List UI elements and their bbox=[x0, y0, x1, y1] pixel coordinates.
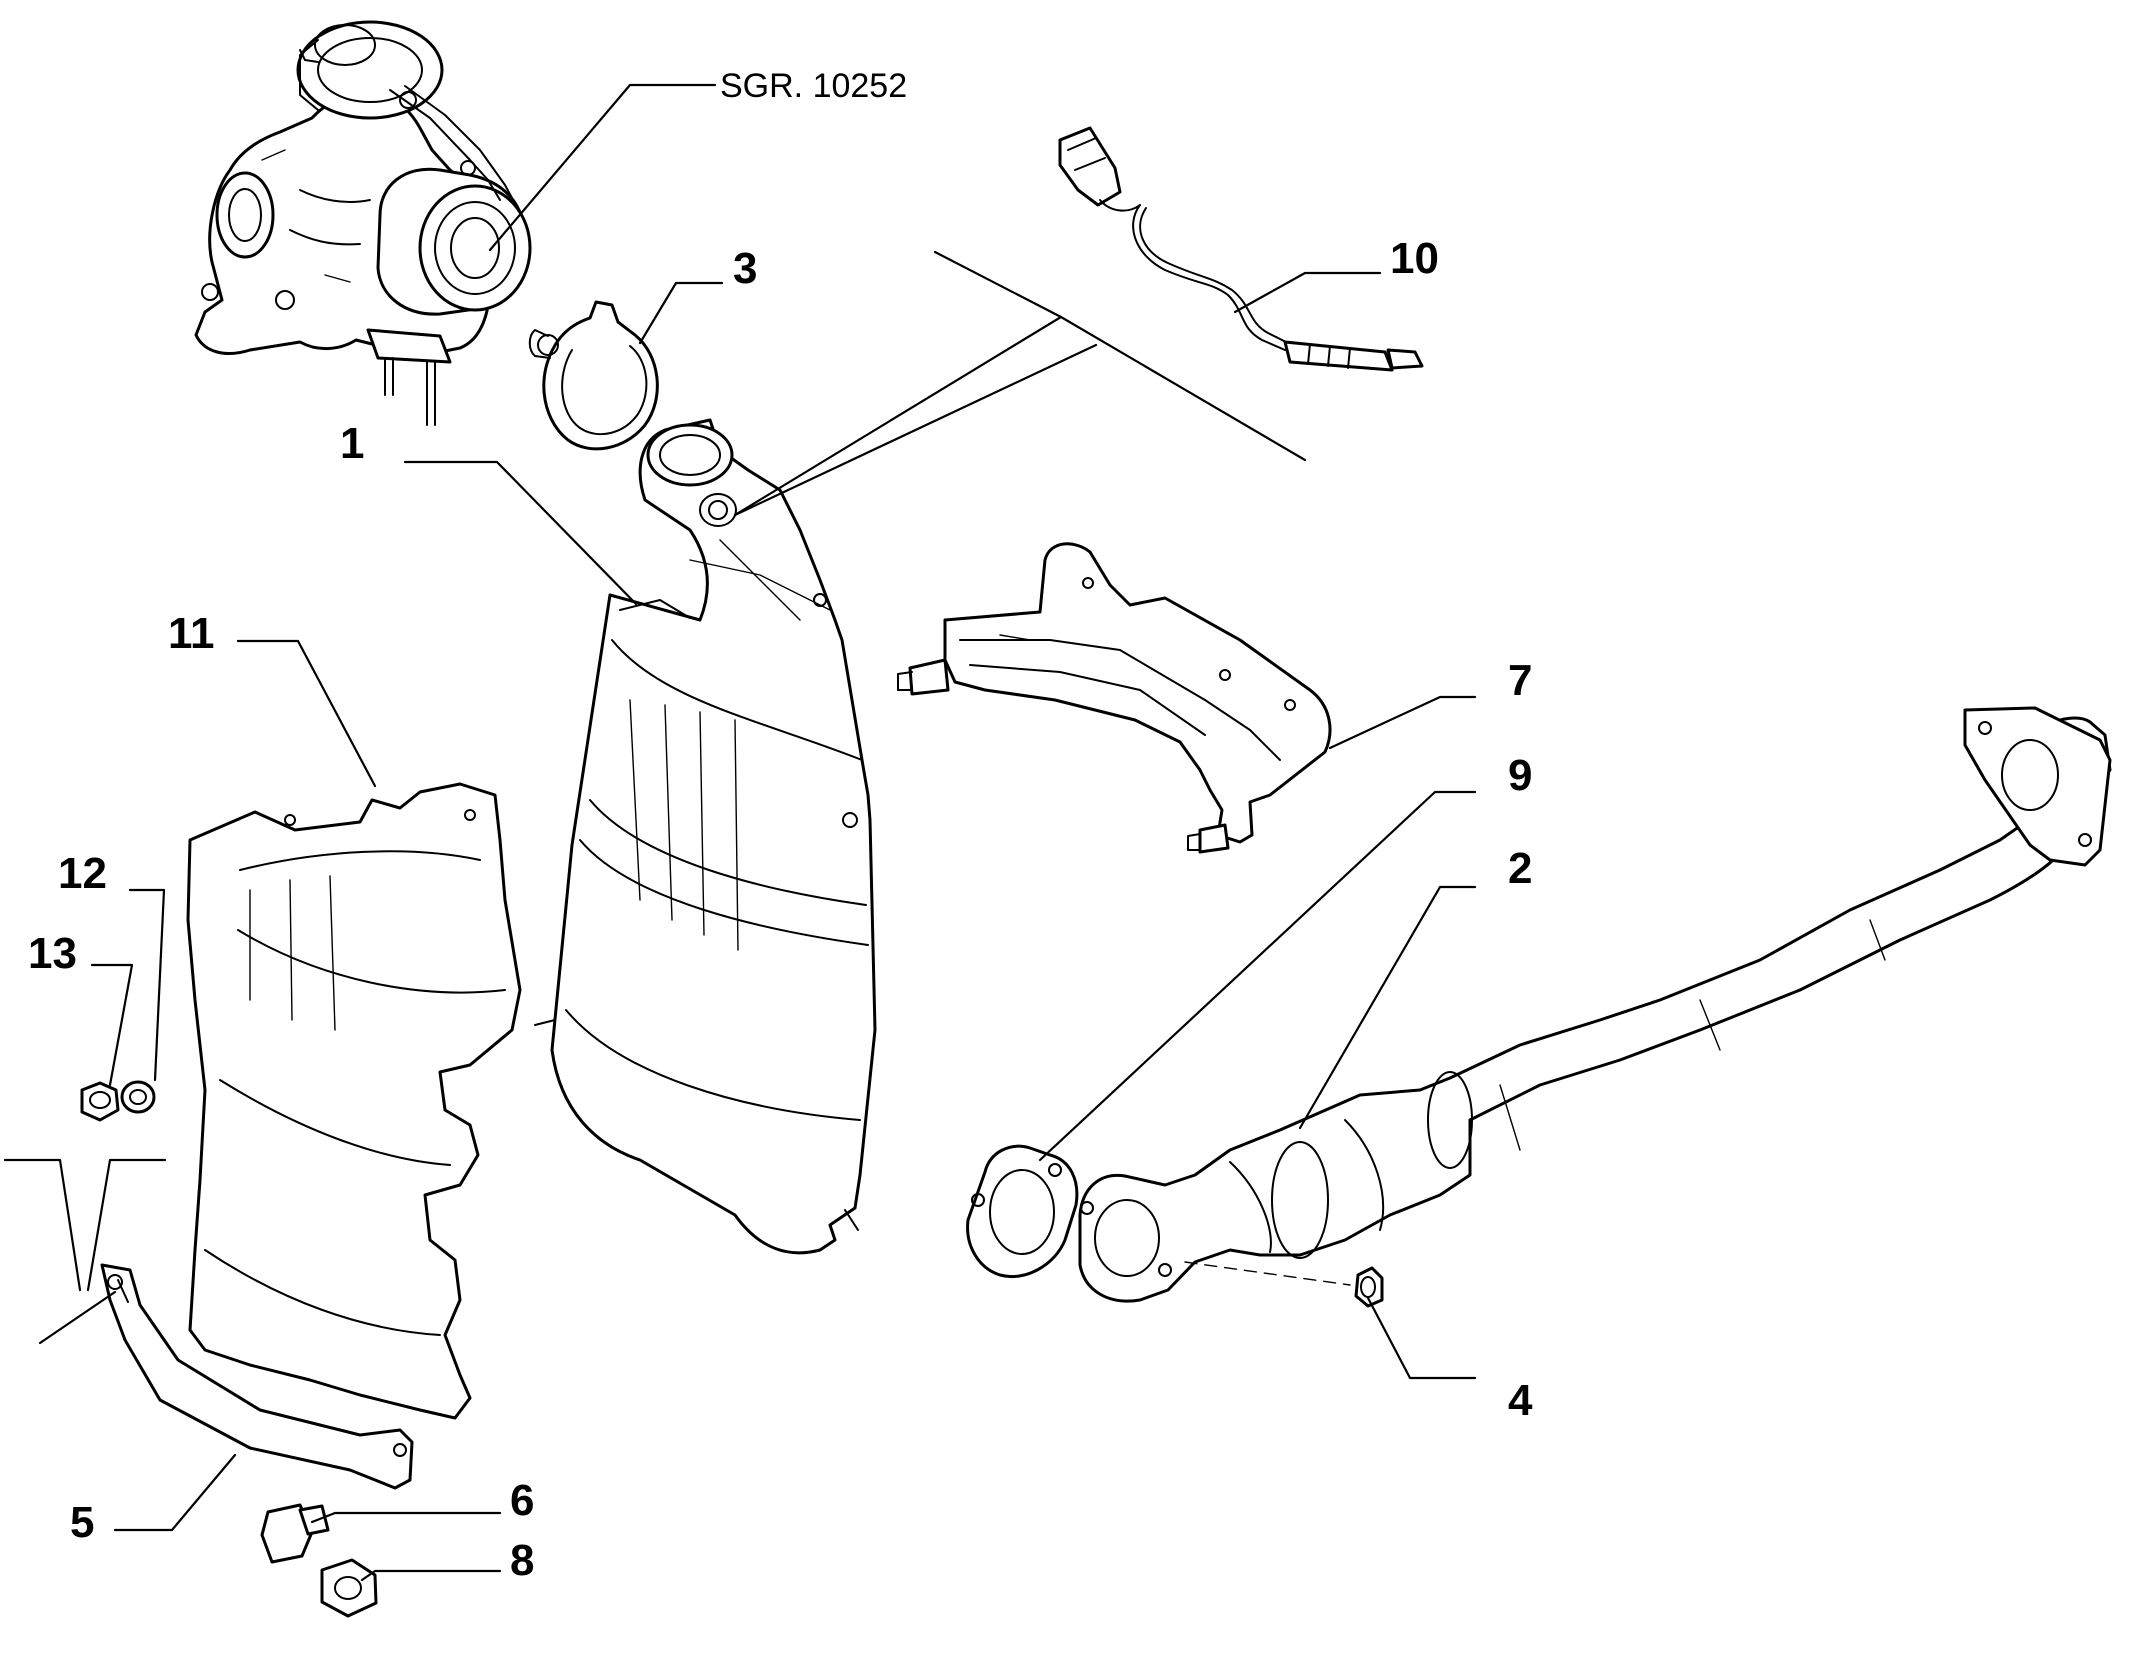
callout-5: 5 bbox=[70, 1498, 94, 1547]
callout-11: 11 bbox=[168, 609, 215, 658]
leader-12 bbox=[128, 888, 166, 1082]
leader-reference bbox=[488, 83, 717, 252]
gasket-part-9 bbox=[966, 1144, 1079, 1278]
callout-10: 10 bbox=[1390, 234, 1439, 283]
callout-7: 7 bbox=[1508, 656, 1532, 705]
leader-9 bbox=[1038, 790, 1477, 1162]
labels: SGR. 10252 1 2 3 4 5 6 7 8 9 10 11 12 13 bbox=[28, 67, 1533, 1585]
nut-part-4 bbox=[1184, 1261, 1384, 1308]
heat-shield-part-11 bbox=[186, 782, 522, 1420]
leader-2 bbox=[1298, 885, 1477, 1130]
callout-13: 13 bbox=[28, 929, 77, 978]
front-pipe-part-2 bbox=[1078, 706, 2112, 1303]
leader-strap-c bbox=[38, 1290, 117, 1345]
leader-11 bbox=[236, 639, 377, 788]
turbocharger-drawing bbox=[194, 20, 532, 426]
leader-strap-b bbox=[86, 1158, 167, 1292]
nut-part-13 bbox=[80, 1081, 120, 1122]
strap-part-5 bbox=[100, 1263, 414, 1490]
bracket-part-7 bbox=[897, 542, 1332, 854]
clamp-ring-part-3 bbox=[528, 300, 659, 451]
callout-12: 12 bbox=[58, 849, 107, 898]
leader-10-guide bbox=[1059, 315, 1307, 462]
washer-part-12 bbox=[120, 1080, 156, 1114]
callout-6: 6 bbox=[510, 1476, 534, 1525]
lambda-sensor-part-10 bbox=[1058, 126, 1424, 372]
leader-lines bbox=[3, 83, 1477, 1582]
callout-9: 9 bbox=[1508, 751, 1532, 800]
callout-8: 8 bbox=[510, 1536, 534, 1585]
leader-1 bbox=[403, 460, 638, 606]
leader-3 bbox=[638, 281, 724, 345]
callout-1: 1 bbox=[340, 419, 364, 468]
hex-nut-part-8 bbox=[320, 1558, 378, 1618]
leader-8 bbox=[360, 1569, 502, 1582]
callout-2: 2 bbox=[1508, 844, 1532, 893]
leader-6 bbox=[310, 1511, 502, 1524]
bolt-part-6 bbox=[260, 1503, 330, 1564]
leader-7 bbox=[1328, 695, 1477, 750]
callout-3: 3 bbox=[733, 244, 757, 293]
leader-13 bbox=[90, 963, 134, 1087]
callout-4: 4 bbox=[1508, 1376, 1533, 1425]
catalytic-converter-part-1 bbox=[534, 418, 877, 1255]
reference-label: SGR. 10252 bbox=[720, 67, 907, 105]
leader-1-to-sensor-port-b bbox=[733, 343, 1098, 517]
leader-10 bbox=[1233, 271, 1382, 314]
leader-4 bbox=[1366, 1296, 1477, 1380]
leader-strap-a bbox=[3, 1158, 82, 1292]
leader-5 bbox=[113, 1453, 237, 1532]
